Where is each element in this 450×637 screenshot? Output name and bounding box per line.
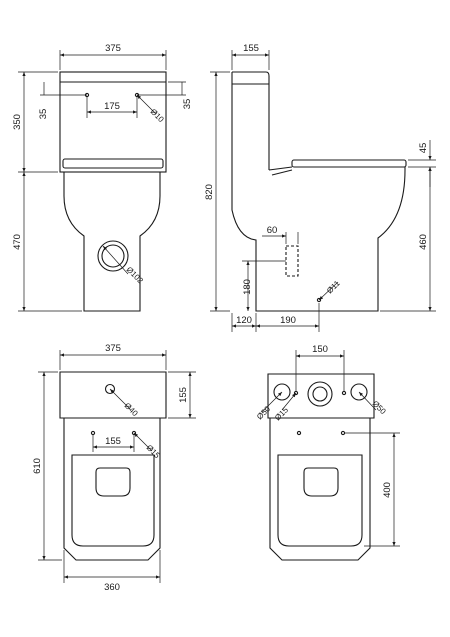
ct-seat-inner	[303, 467, 339, 497]
top-outline	[59, 371, 167, 561]
ct-left-hole	[273, 383, 291, 401]
top-fix-hole-left	[90, 430, 96, 436]
side-view: 155 820 45 460 60 180 120 190	[204, 43, 436, 332]
side-outlet-size-label: 60	[267, 225, 278, 236]
side-lid-label: 45	[418, 143, 429, 154]
front-bowl	[63, 172, 161, 312]
ct-center-hole-inner	[312, 386, 328, 402]
ct-seat-depth-label: 400	[382, 482, 393, 498]
top-base-width-label: 360	[104, 582, 120, 593]
front-hole-dia-label: Ø10	[149, 107, 166, 124]
side-seat-lid	[291, 159, 407, 168]
front-inset-right-label: 35	[182, 99, 193, 110]
ct-fix-hole-right	[340, 430, 346, 436]
front-cistern-height-label: 350	[12, 114, 23, 130]
side-back-offset-label: 120	[236, 315, 252, 326]
ct-outline	[267, 373, 375, 561]
top-view: 375 155 610 360 155 Ø40 Ø15	[32, 343, 196, 593]
ct-center-hole-dia-label: Ø15	[273, 405, 290, 422]
front-width-label: 375	[105, 43, 121, 54]
side-outlet	[285, 245, 299, 277]
top-width-label: 375	[105, 343, 121, 354]
top-tap-hole	[104, 383, 116, 395]
top-tap-hole-dia-label: Ø40	[123, 401, 140, 418]
ct-fix-hole-left	[296, 430, 302, 436]
front-cistern	[59, 71, 167, 173]
front-seat-lid	[62, 158, 164, 169]
front-inset-left-label: 35	[38, 109, 49, 120]
front-bowl-height-label: 470	[12, 234, 23, 250]
top-seat-inner	[95, 467, 131, 497]
ct-button-spacing-label: 150	[312, 344, 328, 355]
ct-right-hole-dia-label: Ø50	[371, 399, 388, 416]
front-outlet-dia-label: Ø102	[125, 265, 146, 286]
side-depth-label: 155	[243, 43, 259, 54]
front-outlet-circle	[97, 240, 129, 272]
side-total-height-label: 820	[204, 184, 215, 200]
side-outlet-height-label: 180	[242, 279, 253, 295]
front-view: 375 350 470 35 35 175 Ø10 Ø102	[12, 43, 193, 312]
top-hole-spacing-label: 155	[105, 436, 121, 447]
top-length-label: 610	[32, 458, 43, 474]
side-bowl	[231, 167, 406, 312]
ct-right-hole	[350, 383, 368, 401]
front-hole-spacing-label: 175	[104, 101, 120, 112]
top-fix-hole-right	[131, 430, 137, 436]
side-fix-dia-label: Ø11	[325, 278, 342, 295]
side-cistern	[232, 71, 270, 170]
ct-center-hole-outer	[307, 381, 333, 407]
cistern-top-view: 150 Ø50 Ø15 Ø50 400	[255, 344, 400, 561]
ct-seat-outer	[277, 454, 363, 547]
top-depth-label: 155	[178, 387, 189, 403]
top-fix-hole-dia-label: Ø15	[145, 443, 162, 460]
top-seat-outer	[71, 454, 155, 547]
side-fix-offset-label: 190	[280, 315, 296, 326]
side-inlet-height-label: 460	[418, 234, 429, 250]
